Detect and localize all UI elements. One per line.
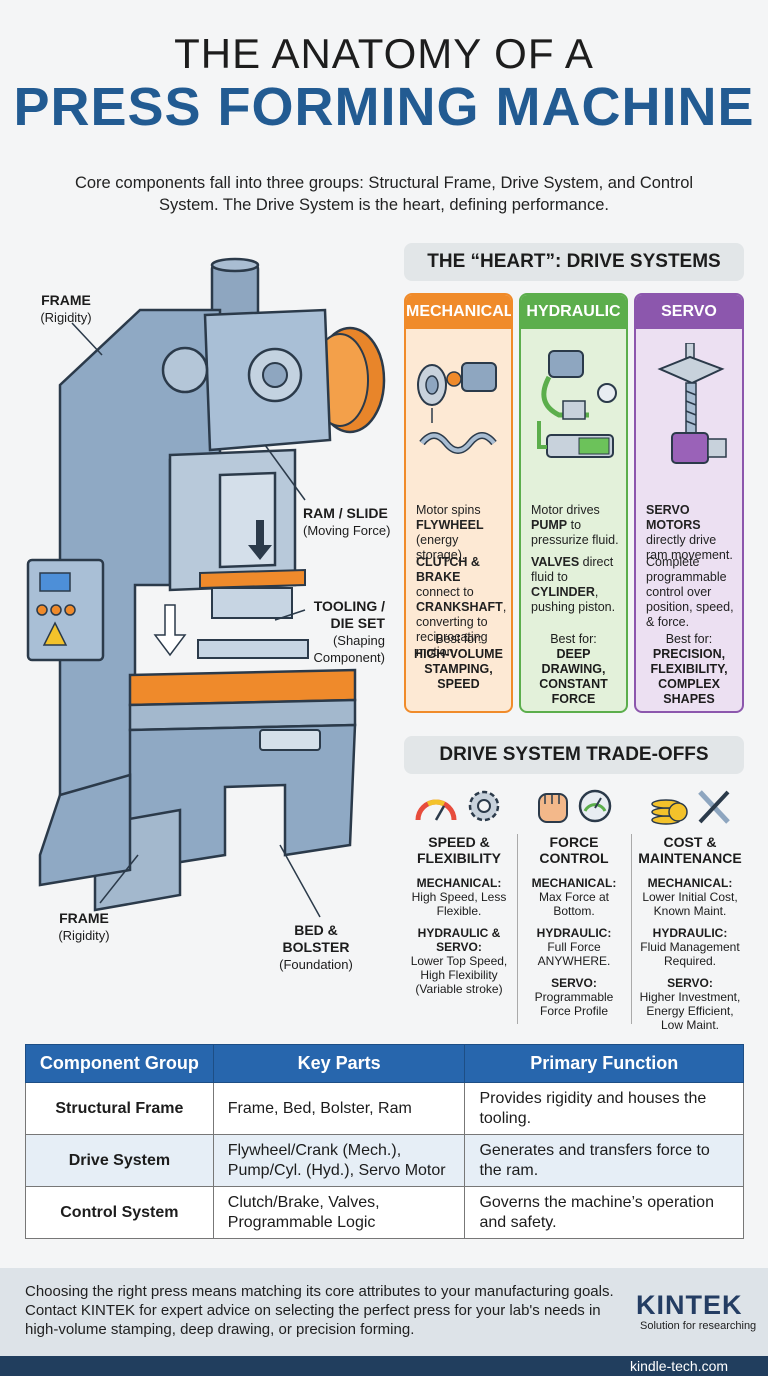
mechanical-title: MECHANICAL [406,295,511,329]
servo-column: SERVO SERVO MOTORS directly drive ram mo… [634,293,744,713]
speedometer-gear-icon [415,790,500,822]
logo-tagline: Solution for researching [640,1320,757,1332]
footer-text: Choosing the right press means matching … [25,1283,614,1338]
servo-desc-1: SERVO MOTORS directly drive ram movement… [646,503,733,562]
mechanical-desc-1: Motor spins FLYWHEEL (energy storage). [416,503,484,562]
servo-motor-icon [657,343,727,464]
hydraulic-desc-2: VALVES direct fluid to CYLINDER, pushing… [531,555,616,614]
table-row: Drive System Flywheel/Crank (Mech.),Pump… [25,1134,744,1187]
table-header-parts: Key Parts [212,1044,466,1083]
kintek-logo: KINTEK [636,1290,743,1320]
tradeoff-cost-maintenance: COST &MAINTENANCE MECHANICAL:Lower Initi… [638,834,742,1032]
servo-title: SERVO [636,295,742,329]
tradeoffs-heading: DRIVE SYSTEM TRADE-OFFS [404,736,744,774]
table-header-function: Primary Function [464,1044,744,1083]
components-table: Component Group Key Parts Primary Functi… [25,1044,744,1239]
table-cell-parts: Clutch/Brake, Valves,Programmable Logic [212,1186,466,1239]
table-header-group: Component Group [25,1044,214,1083]
table-cell-group: Structural Frame [25,1082,214,1135]
label-ram-slide: RAM / SLIDE(Moving Force) [303,505,391,538]
tradeoff-divider-1 [517,834,518,1024]
table-cell-parts: Frame, Bed, Bolster, Ram [212,1082,466,1135]
label-frame-bottom: FRAME(Rigidity) [58,910,110,943]
subtitle: Core components fall into three groups: … [74,174,694,214]
bottom-bar [0,1356,768,1376]
title-line-2: PRESS FORMING MACHINE [13,77,755,137]
table-row: Structural Frame Frame, Bed, Bolster, Ra… [25,1082,744,1135]
drive-systems-heading: THE “HEART”: DRIVE SYSTEMS [404,243,744,281]
table-header-row: Component Group Key Parts Primary Functi… [25,1044,744,1083]
hydraulic-pump-icon [537,350,617,458]
tradeoff-speed-flexibility: SPEED &FLEXIBILITY MECHANICAL:High Speed… [410,834,508,996]
table-cell-group: Control System [25,1186,214,1239]
fist-gauge-icon [538,789,612,823]
website-link[interactable]: kindle-tech.com [630,1358,729,1374]
table-cell-group: Drive System [25,1134,214,1187]
hydraulic-column: HYDRAULIC Motor drives PUMP to pressuriz… [519,293,628,713]
tradeoff-divider-2 [631,834,632,1024]
mechanical-desc-2: CLUTCH & BRAKE connect to CRANKSHAFT, co… [416,555,507,659]
press-machine-illustration [26,257,386,918]
mechanical-column: MECHANICAL Motor spins FLYWHEEL (energy … [404,293,513,713]
label-frame-top: FRAME(Rigidity) [40,292,92,325]
mechanical-flywheel-icon [417,362,497,454]
title-line-1: THE ANATOMY OF A [174,30,594,77]
footer-band [0,1268,768,1356]
hydraulic-desc-1: Motor drives PUMP to pressurize fluid. [531,503,619,547]
servo-desc-2: Complete programmable control over posit… [646,555,734,629]
label-bed-bolster: BED & BOLSTER(Foundation) [279,922,353,972]
coins-wrench-icon [651,790,730,825]
table-cell-parts: Flywheel/Crank (Mech.),Pump/Cyl. (Hyd.),… [212,1134,466,1187]
hydraulic-title: HYDRAULIC [521,295,626,329]
table-row: Control System Clutch/Brake, Valves,Prog… [25,1186,744,1239]
